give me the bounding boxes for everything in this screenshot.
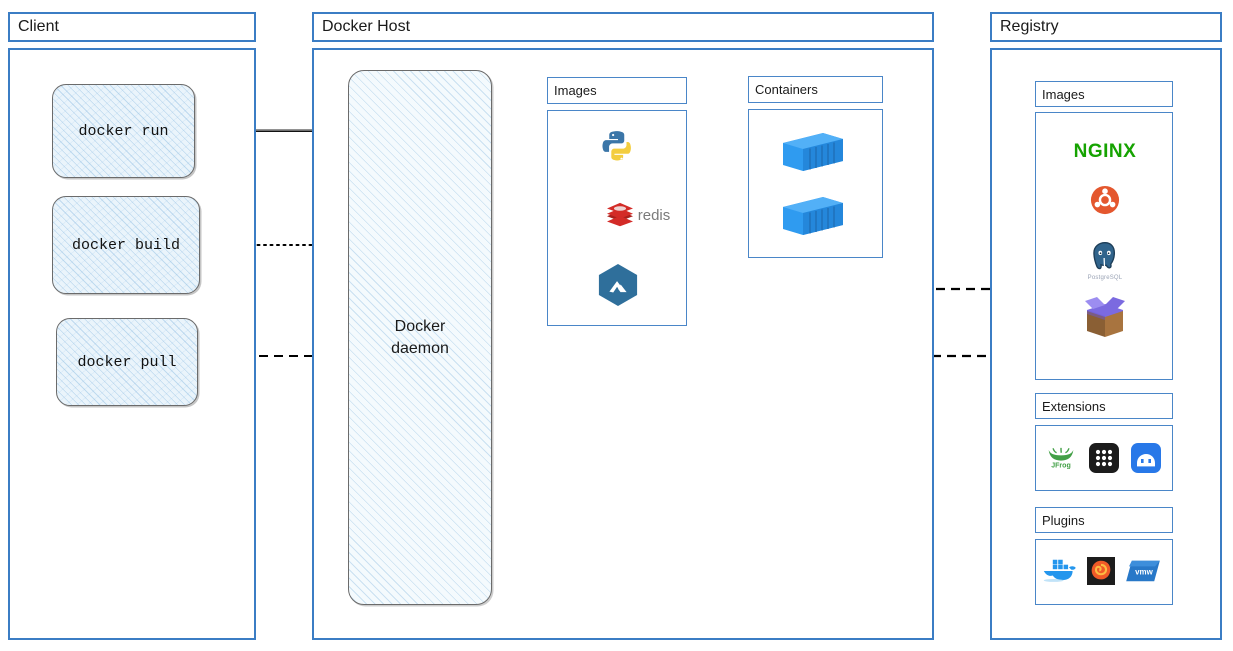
- open-box-icon: [1078, 292, 1132, 342]
- postgresql-logo-icon: PostgreSQL: [1081, 238, 1129, 284]
- containers-header: Containers: [748, 76, 883, 103]
- registry-plugins-title: Plugins: [1042, 512, 1085, 528]
- command-label: docker pull: [77, 353, 177, 371]
- registry-images-title: Images: [1042, 86, 1085, 102]
- registry-extensions-title: Extensions: [1042, 398, 1106, 414]
- redis-logo-icon: redis: [588, 200, 688, 230]
- command-box-docker-pull[interactable]: docker pull: [56, 318, 198, 406]
- docker-host-panel-title: Docker Host: [322, 18, 411, 35]
- nginx-logo-icon: NGINX: [1060, 138, 1150, 166]
- plugins-icon-row: vmw: [1042, 552, 1162, 590]
- docker-daemon-box[interactable]: Docker daemon: [348, 70, 492, 605]
- grafana-logo-icon: [1086, 556, 1116, 586]
- docker-whale-icon: [1042, 556, 1078, 586]
- docker-host-panel-header: Docker Host: [312, 12, 934, 42]
- client-panel-header: Client: [8, 12, 256, 42]
- command-box-docker-run[interactable]: docker run: [52, 84, 195, 178]
- registry-images-header: Images: [1035, 81, 1173, 107]
- nginx-label: NGINX: [1073, 141, 1137, 162]
- registry-panel-title: Registry: [1000, 18, 1059, 35]
- svg-text:vmw: vmw: [1135, 568, 1153, 577]
- svg-text:JFrog: JFrog: [1051, 463, 1071, 470]
- client-panel-title: Client: [18, 18, 59, 35]
- postgresql-label: PostgreSQL: [1087, 275, 1123, 281]
- vmware-logo-icon: vmw: [1124, 556, 1162, 586]
- blue-dome-app-icon: [1130, 442, 1162, 474]
- jfrog-logo-icon: JFrog: [1044, 441, 1078, 475]
- redis-label: redis: [637, 206, 671, 224]
- container-box-icon: [778, 126, 848, 174]
- registry-plugins-header: Plugins: [1035, 507, 1173, 533]
- docker-daemon-label: Docker daemon: [391, 317, 449, 357]
- command-label: docker run: [78, 122, 169, 140]
- command-label: docker build: [71, 236, 181, 254]
- registry-extensions-header: Extensions: [1035, 393, 1173, 419]
- registry-panel-header: Registry: [990, 12, 1222, 42]
- containers-title: Containers: [755, 82, 818, 97]
- host-images-title: Images: [554, 83, 597, 98]
- extensions-icon-row: JFrog: [1044, 440, 1162, 476]
- python-logo-icon: [596, 126, 640, 170]
- container-box-icon: [778, 190, 848, 238]
- command-box-docker-build[interactable]: docker build: [52, 196, 200, 294]
- alpine-logo-icon: [596, 262, 640, 308]
- host-images-header: Images: [547, 77, 687, 104]
- dot-grid-app-icon: [1088, 442, 1120, 474]
- containers-body: [748, 109, 883, 258]
- ubuntu-logo-icon: [1089, 184, 1121, 216]
